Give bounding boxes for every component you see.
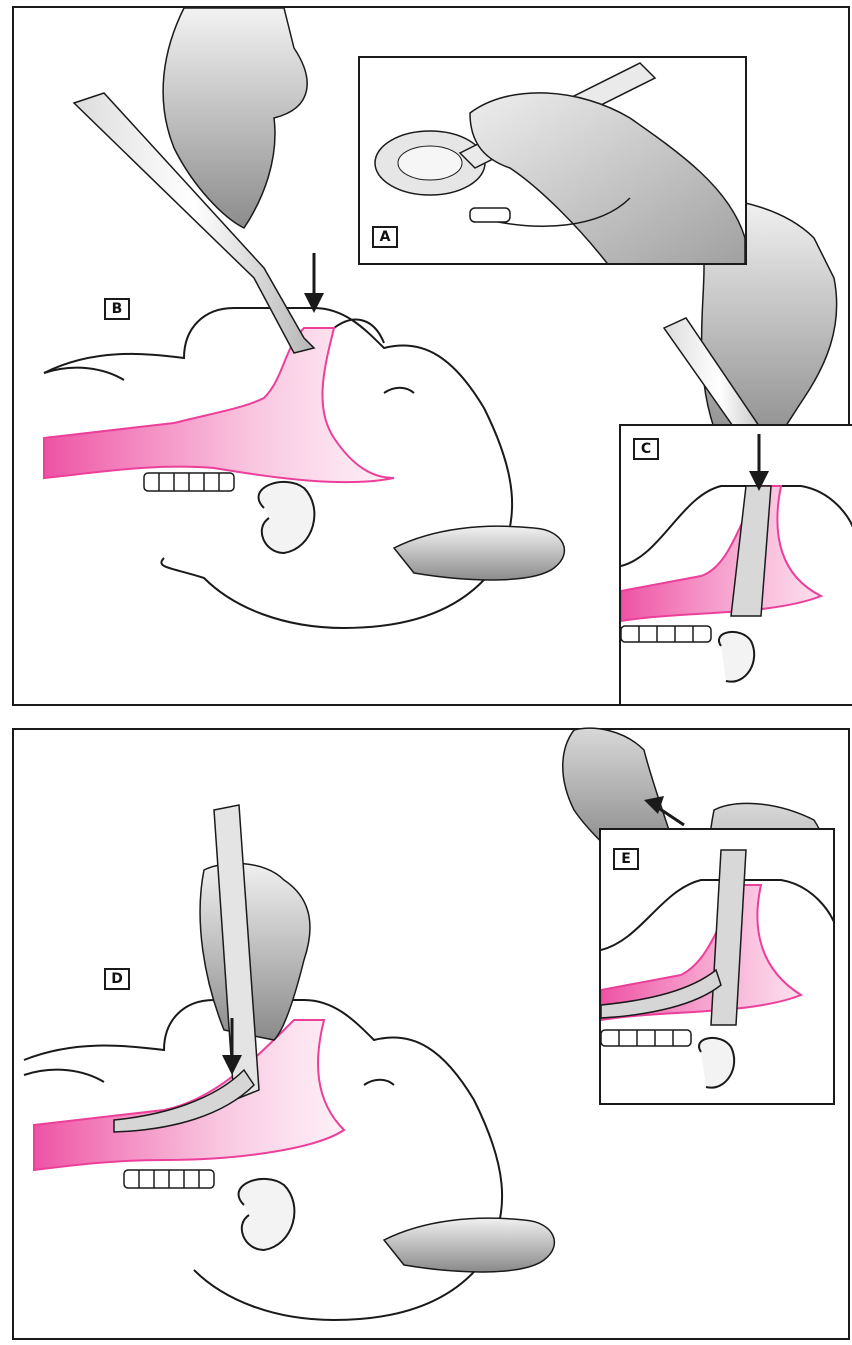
step-label-b: B [104, 298, 130, 320]
patient-head-e-illustration [601, 830, 835, 1105]
inset-e-tube-stabilization: E [599, 828, 835, 1105]
step-label-c: C [633, 438, 659, 460]
bottom-illustration-panel: D E [12, 728, 850, 1340]
top-illustration-panel: A B C [12, 6, 850, 706]
patient-head-c-illustration [621, 426, 852, 706]
step-label-d: D [104, 968, 130, 990]
inset-a-mask-preparation: A [358, 56, 747, 265]
step-label-e: E [613, 848, 639, 870]
laryngeal-mask-airway-illustration [360, 58, 747, 265]
step-label-a: A [372, 226, 398, 248]
inset-c-mask-advancement: C [619, 424, 852, 706]
